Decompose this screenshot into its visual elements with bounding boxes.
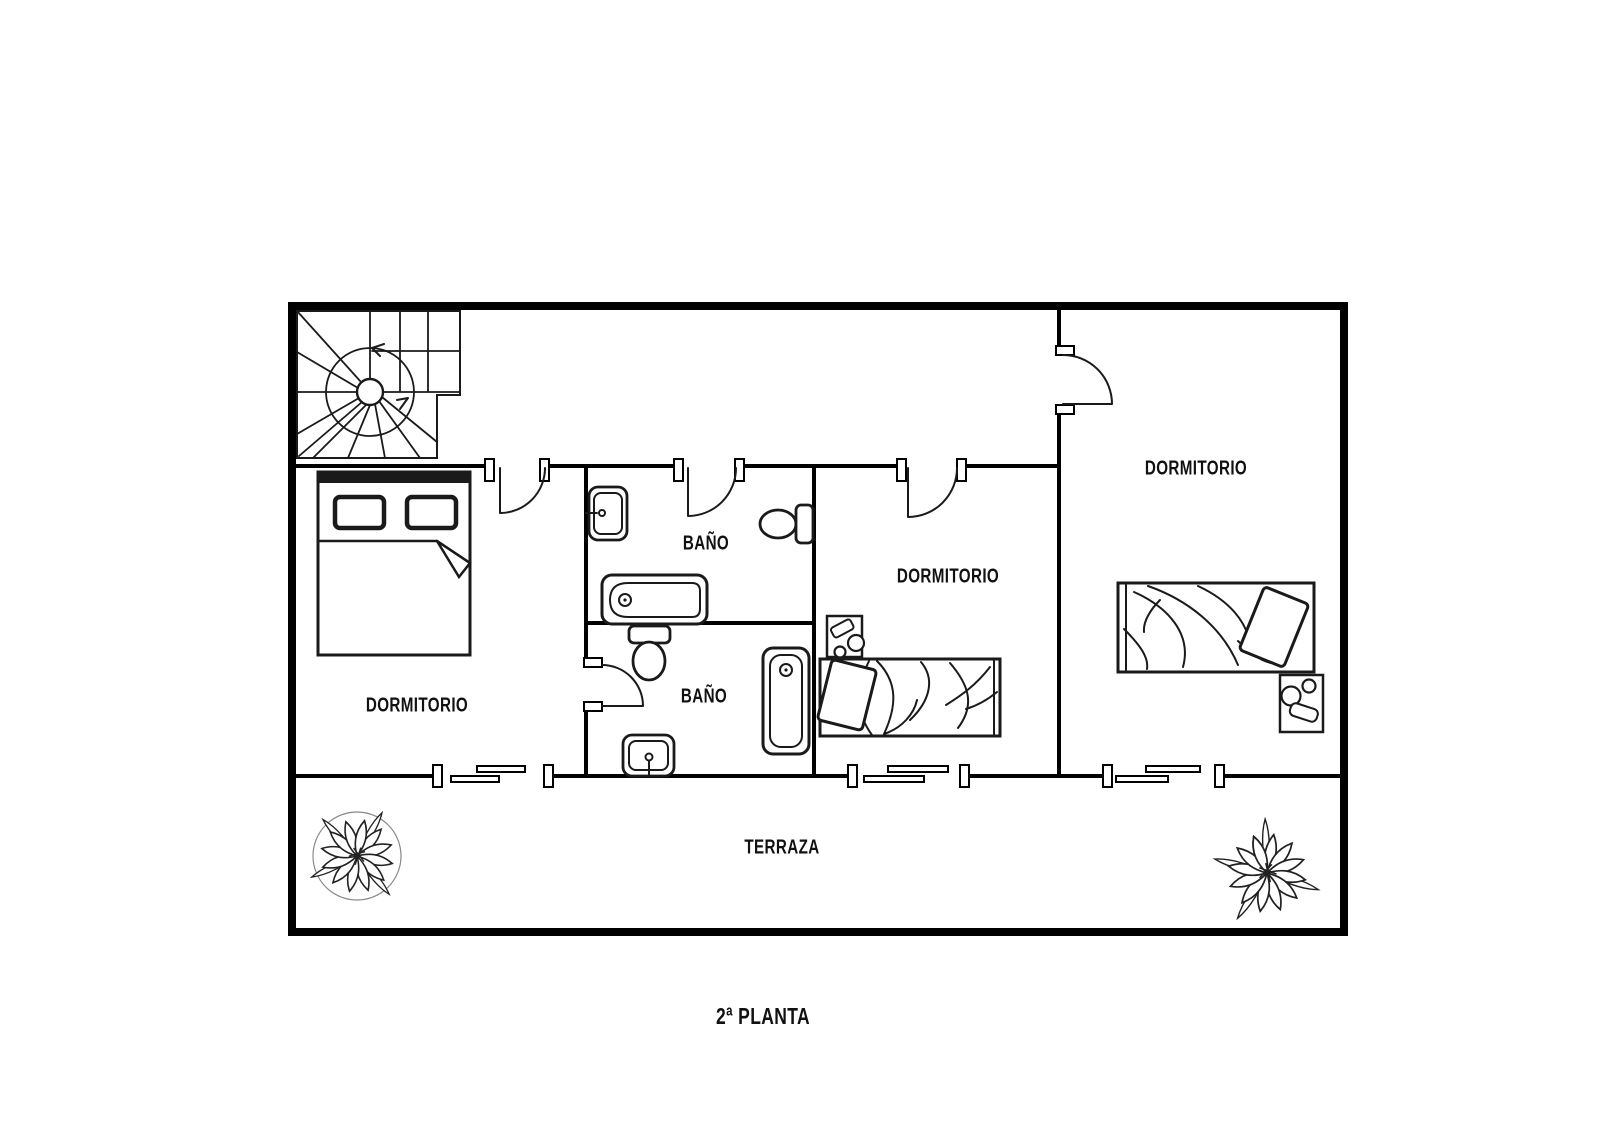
sliding-door-right bbox=[1102, 764, 1225, 788]
single-bed-icon-middle bbox=[816, 657, 1002, 738]
single-bed-icon-right bbox=[1116, 581, 1316, 674]
room-label-bedroom-right: DORMITORIO bbox=[1145, 456, 1247, 479]
room-label-bath-top: BAÑO bbox=[683, 530, 729, 554]
door-bedroom-middle bbox=[896, 458, 967, 518]
plan-title: 2ª PLANTA bbox=[716, 1005, 810, 1030]
room-label-bedroom-middle: DORMITORIO bbox=[897, 564, 999, 587]
bathtub-icon-bottom bbox=[761, 646, 811, 756]
nightstand-icon-right bbox=[1278, 673, 1325, 734]
outer-walls bbox=[288, 302, 1348, 936]
room-label-bedroom-left: DORMITORIO bbox=[366, 693, 468, 716]
sliding-door-middle bbox=[847, 764, 970, 788]
sink-icon-top bbox=[585, 485, 629, 542]
door-bath-top bbox=[673, 458, 745, 517]
nightstand-icon-middle bbox=[825, 614, 866, 659]
plant-icon-right bbox=[1206, 809, 1322, 926]
sink-icon-bottom bbox=[621, 733, 676, 778]
room-label-terrace: TERRAZA bbox=[744, 835, 819, 858]
spiral-staircase-icon bbox=[296, 310, 461, 459]
plant-icon-left bbox=[308, 800, 408, 901]
room-label-bath-bottom: BAÑO bbox=[681, 683, 727, 707]
sliding-door-left bbox=[432, 764, 554, 788]
door-bedroom-left bbox=[484, 458, 550, 514]
door-bedroom-right bbox=[1055, 345, 1113, 415]
door-bath-bottom bbox=[583, 657, 644, 712]
bathtub-icon-top bbox=[600, 573, 709, 626]
toilet-icon-bottom bbox=[627, 624, 672, 682]
toilet-icon-top bbox=[758, 503, 815, 545]
interior-walls bbox=[296, 310, 1340, 778]
double-bed-icon bbox=[316, 470, 472, 657]
